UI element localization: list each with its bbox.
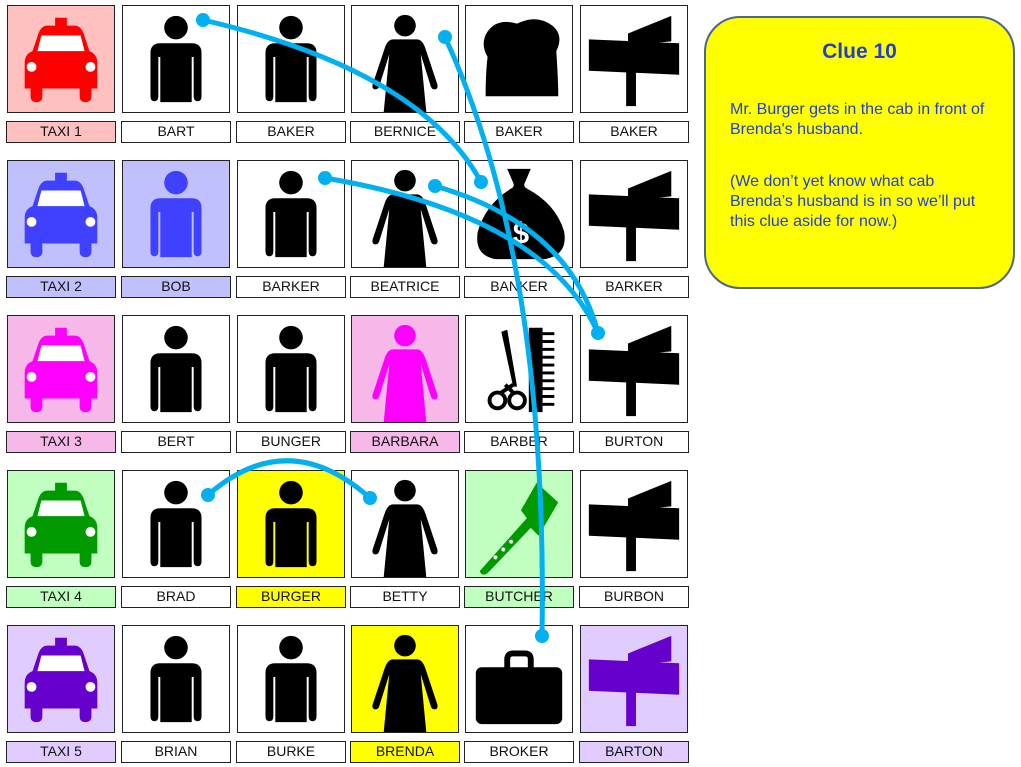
- label-baker: BAKER: [236, 121, 346, 143]
- label-taxi-3: TAXI 3: [6, 431, 116, 453]
- woman-icon: [372, 169, 438, 267]
- tile-beatrice: [351, 160, 459, 268]
- label-barker: BARKER: [579, 276, 689, 298]
- man-icon: [265, 170, 317, 258]
- woman-icon: [372, 324, 438, 422]
- label-burke: BURKE: [236, 741, 346, 763]
- label-banker: BANKER: [464, 276, 574, 298]
- tile-barton: [580, 625, 688, 733]
- tile-baker: [580, 5, 688, 113]
- tile-bunger: [237, 315, 345, 423]
- tile-brian: [122, 625, 230, 733]
- label-butcher: BUTCHER: [464, 586, 574, 608]
- tile-barker: [237, 160, 345, 268]
- man-icon: [150, 15, 202, 103]
- label-taxi-2: TAXI 2: [6, 276, 116, 298]
- tile-barber: [465, 315, 573, 423]
- label-burton: BURTON: [579, 431, 689, 453]
- taxi-icon: [24, 172, 98, 258]
- tile-broker: [465, 625, 573, 733]
- tile-barker: [580, 160, 688, 268]
- man-icon: [265, 325, 317, 413]
- man-icon: [265, 480, 317, 568]
- clue-note: (We don’t yet know what cab Brenda’s hus…: [730, 173, 976, 230]
- tile-burton: [580, 315, 688, 423]
- tile-brenda: [351, 625, 459, 733]
- woman-icon: [372, 479, 438, 577]
- label-barber: BARBER: [464, 431, 574, 453]
- clue-text: Mr. Burger gets in the cab in front of B…: [730, 101, 985, 138]
- tile-burger: [237, 470, 345, 578]
- tile-bob: [122, 160, 230, 268]
- taxi-icon: [24, 17, 98, 103]
- tile-bart: [122, 5, 230, 113]
- label-betty: BETTY: [350, 586, 460, 608]
- street-sign-icon: [588, 15, 680, 107]
- tile-burke: [237, 625, 345, 733]
- label-bunger: BUNGER: [236, 431, 346, 453]
- label-bart: BART: [121, 121, 231, 143]
- man-icon: [150, 480, 202, 568]
- bread-icon: [483, 19, 560, 97]
- label-bert: BERT: [121, 431, 231, 453]
- tile-taxi-3: [7, 315, 115, 423]
- label-brian: BRIAN: [121, 741, 231, 763]
- street-sign-icon: [588, 170, 680, 262]
- scissors-comb-icon: [487, 327, 555, 413]
- man-icon: [150, 635, 202, 723]
- clue-title: Clue 10: [822, 40, 897, 63]
- tile-barbara: [351, 315, 459, 423]
- label-baker: BAKER: [579, 121, 689, 143]
- label-baker: BAKER: [464, 121, 574, 143]
- tile-banker: $: [465, 160, 573, 268]
- tile-bert: [122, 315, 230, 423]
- label-barker: BARKER: [236, 276, 346, 298]
- woman-icon: [372, 634, 438, 732]
- street-sign-icon: [588, 635, 680, 727]
- tile-burbon: [580, 470, 688, 578]
- money-bag-icon: $: [477, 168, 565, 260]
- label-brenda: BRENDA: [350, 741, 460, 763]
- label-burbon: BURBON: [579, 586, 689, 608]
- clue-card: Clue 10 Mr. Burger gets in the cab in fr…: [704, 16, 1015, 289]
- label-taxi-5: TAXI 5: [6, 741, 116, 763]
- label-bob: BOB: [121, 276, 231, 298]
- man-icon: [265, 15, 317, 103]
- tile-betty: [351, 470, 459, 578]
- man-icon: [150, 170, 202, 258]
- tile-baker: [237, 5, 345, 113]
- taxi-icon: [24, 482, 98, 568]
- tile-brad: [122, 470, 230, 578]
- svg-text:$: $: [513, 217, 529, 250]
- tile-taxi-1: [7, 5, 115, 113]
- tile-butcher: [465, 470, 573, 578]
- woman-icon: [372, 14, 438, 112]
- man-icon: [150, 325, 202, 413]
- label-broker: BROKER: [464, 741, 574, 763]
- cleaver-icon: [479, 482, 559, 575]
- label-burger: BURGER: [236, 586, 346, 608]
- label-barton: BARTON: [579, 741, 689, 763]
- tile-taxi-4: [7, 470, 115, 578]
- label-beatrice: BEATRICE: [350, 276, 460, 298]
- taxi-icon: [24, 637, 98, 723]
- label-taxi-4: TAXI 4: [6, 586, 116, 608]
- label-brad: BRAD: [121, 586, 231, 608]
- tile-taxi-5: [7, 625, 115, 733]
- tile-baker: [465, 5, 573, 113]
- briefcase-icon: [475, 650, 563, 725]
- tile-taxi-2: [7, 160, 115, 268]
- taxi-icon: [24, 327, 98, 413]
- man-icon: [265, 635, 317, 723]
- tile-bernice: [351, 5, 459, 113]
- label-barbara: BARBARA: [350, 431, 460, 453]
- label-taxi-1: TAXI 1: [6, 121, 116, 143]
- street-sign-icon: [588, 325, 680, 417]
- label-bernice: BERNICE: [350, 121, 460, 143]
- street-sign-icon: [588, 480, 680, 572]
